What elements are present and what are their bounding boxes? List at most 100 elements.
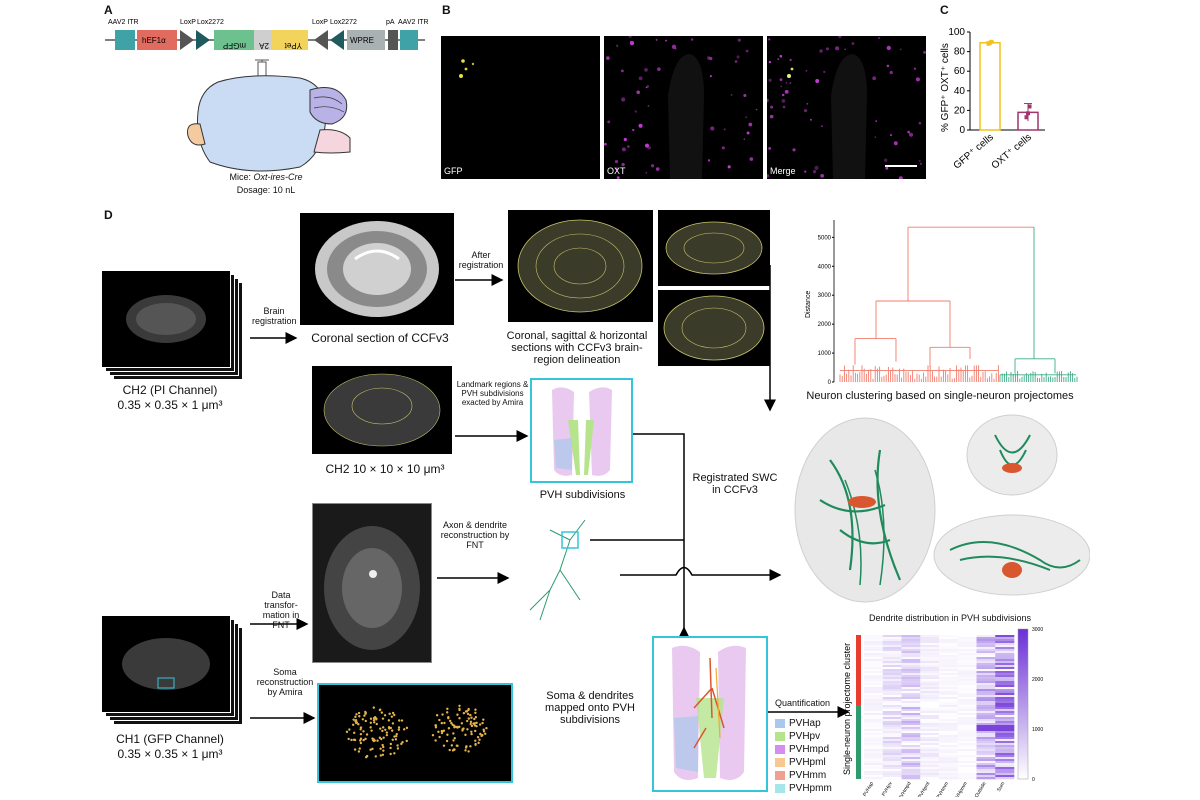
registered-horizontal-image bbox=[658, 290, 770, 366]
heatmap-ylabel: Single-neuron projectome cluster bbox=[842, 643, 852, 775]
legend-swatch bbox=[775, 758, 785, 767]
swc-3d-brains bbox=[794, 414, 1090, 603]
label-pa: pA bbox=[386, 19, 395, 26]
caption-merge: Merge bbox=[770, 166, 796, 176]
ch1-label: CH1 (GFP Channel) bbox=[116, 732, 224, 746]
data-transform-label: Data transfor-mation in FNT bbox=[262, 590, 300, 630]
heatmap-col-6: Outside bbox=[974, 781, 988, 797]
dendro-ytick-4: 4000 bbox=[818, 264, 832, 270]
after-registration-label: After registration bbox=[458, 250, 504, 270]
soma-reconstruction-image bbox=[317, 683, 513, 783]
heatmap-col-5: PVHpmm bbox=[953, 781, 969, 797]
dendro-ytick-0: 0 bbox=[828, 380, 832, 386]
axon-recon-label: Axon & dendrite reconstruction by FNT bbox=[440, 520, 510, 550]
label-aav2-itr-right: AAV2 ITR bbox=[398, 19, 429, 26]
pvh-legend-item-pvhap: PVHap bbox=[775, 718, 821, 729]
c-ytick-4: 80 bbox=[954, 47, 966, 58]
label-lox2272-left: Lox2272 bbox=[197, 19, 224, 26]
legend-swatch bbox=[775, 771, 785, 780]
segment-wpre: WPRE bbox=[350, 36, 374, 45]
c-point-1-2 bbox=[1027, 104, 1032, 109]
heatmap-col-7: Sum bbox=[996, 781, 1006, 793]
soma-mapped-label: Soma & dendrites mapped onto PVH subdivi… bbox=[545, 690, 635, 726]
segment-hef1a: hEF1α bbox=[142, 36, 166, 45]
registered-sagittal-image bbox=[658, 210, 770, 286]
ch2-label: CH2 (PI Channel) bbox=[122, 383, 218, 397]
c-ytick-2: 40 bbox=[954, 86, 966, 97]
soma-recon-label: Soma reconstruction by Amira bbox=[256, 667, 314, 697]
landmark-label: Landmark regions & PVH subdivisions exac… bbox=[456, 380, 529, 407]
registrated-label: Registrated SWC in CCFv3 bbox=[692, 472, 778, 496]
quantification-label: Quantification bbox=[775, 698, 831, 708]
dendro-ytick-3: 3000 bbox=[818, 293, 832, 299]
segment-ypet: YPet bbox=[284, 41, 302, 50]
label-aav2-itr-left: AAV2 ITR bbox=[108, 19, 139, 26]
segment-2a: 2A bbox=[259, 41, 269, 50]
panel-label-a: A bbox=[104, 3, 113, 17]
dendrite-heatmap: Single-neuron projectome cluster PVHap PV… bbox=[842, 627, 1043, 797]
caption-oxt: OXT bbox=[607, 166, 626, 176]
pvh-legend-item-pvhpmm: PVHpmm bbox=[775, 783, 832, 794]
ch2-10um-label: CH2 10 × 10 × 10 μm³ bbox=[325, 462, 445, 476]
heatmap-title: Dendrite distribution in PVH subdivision… bbox=[868, 613, 1032, 623]
whole-brain-3d-image bbox=[312, 503, 432, 663]
dendro-ytick-5: 5000 bbox=[818, 235, 832, 241]
cbar-tick-1: 2000 bbox=[1032, 677, 1043, 683]
dendro-ytick-1: 1000 bbox=[818, 351, 832, 357]
sections-caption: Coronal, sagittal & horizontal sections … bbox=[506, 330, 648, 366]
pvh-mapped-box bbox=[652, 636, 768, 792]
heatmap-col-3: PVHpml bbox=[917, 781, 931, 797]
segment-mgfp: mGFP bbox=[223, 41, 246, 50]
heatmap-col-0: PVHap bbox=[862, 781, 875, 797]
legend-swatch bbox=[775, 732, 785, 741]
label-lox2272-right: Lox2272 bbox=[330, 19, 357, 26]
panel-label-b: B bbox=[442, 3, 451, 17]
chart-ylabel: % GFP⁺ OXT⁺ cells bbox=[940, 43, 951, 132]
construct-diagram: AAV2 ITR LoxP Lox2272 LoxP Lox2272 pA AA… bbox=[105, 19, 429, 172]
brain-registration-label: Brain registration bbox=[252, 306, 297, 326]
dendro-ytick-2: 2000 bbox=[818, 322, 832, 328]
ccf-coronal-image bbox=[300, 213, 454, 325]
legend-swatch bbox=[775, 719, 785, 728]
dendrogram: Distance 0 1000 2000 3000 4000 5000 bbox=[805, 220, 1078, 386]
label-loxp-right: LoxP bbox=[312, 19, 328, 26]
ch2-resolution: 0.35 × 0.35 × 1 μm³ bbox=[117, 398, 223, 412]
caption-gfp: GFP bbox=[444, 166, 463, 176]
micrograph-oxt: OXT bbox=[604, 36, 763, 179]
legend-swatch bbox=[775, 745, 785, 754]
pvh-legend-item-pvhpv: PVHpv bbox=[775, 731, 820, 742]
dosage: Dosage: 10 nL bbox=[236, 185, 296, 195]
cbar-tick-3: 0 bbox=[1032, 777, 1035, 783]
cbar-tick-2: 1000 bbox=[1032, 727, 1043, 733]
c-ytick-0: 0 bbox=[959, 125, 965, 136]
pvh-legend-item-pvhpml: PVHpml bbox=[775, 757, 826, 768]
cbar-tick-0: 3000 bbox=[1032, 627, 1043, 633]
label-loxp-left: LoxP bbox=[180, 19, 196, 26]
mice-line: Mice: Oxt-ires-Cre bbox=[229, 172, 303, 182]
c-point-1-1 bbox=[1026, 111, 1030, 116]
micrograph-merge: Merge bbox=[767, 36, 926, 179]
legend-swatch bbox=[775, 784, 785, 793]
registered-coronal-image bbox=[508, 210, 653, 322]
panel-label-c: C bbox=[940, 3, 949, 17]
coronal-ccf-label: Coronal section of CCFv3 bbox=[311, 331, 449, 345]
heatmap-col-4: PVHmm bbox=[936, 781, 951, 797]
single-neuron-trace bbox=[529, 519, 586, 621]
c-ytick-1: 20 bbox=[954, 105, 966, 116]
pvh-legend-item-pvhmm: PVHmm bbox=[775, 770, 826, 781]
c-point-1-0 bbox=[1024, 115, 1029, 120]
c-ytick-5: 100 bbox=[948, 27, 965, 38]
micrograph-gfp: GFP bbox=[441, 36, 600, 179]
heatmap-col-1: PVHpv bbox=[881, 781, 894, 797]
panel-label-d: D bbox=[104, 208, 113, 222]
c-ytick-3: 60 bbox=[954, 66, 966, 77]
heatmap-col-2: PVHmpd bbox=[897, 781, 912, 797]
dendrogram-ylabel: Distance bbox=[805, 291, 812, 318]
neuron-clustering-label: Neuron clustering based on single-neuron… bbox=[806, 390, 1074, 402]
ch2-downsampled-image bbox=[312, 366, 452, 454]
c-point-0-2 bbox=[989, 39, 994, 44]
pvh-subdivisions-box bbox=[530, 378, 633, 483]
pvh-subdivisions-label: PVH subdivisions bbox=[539, 489, 626, 501]
